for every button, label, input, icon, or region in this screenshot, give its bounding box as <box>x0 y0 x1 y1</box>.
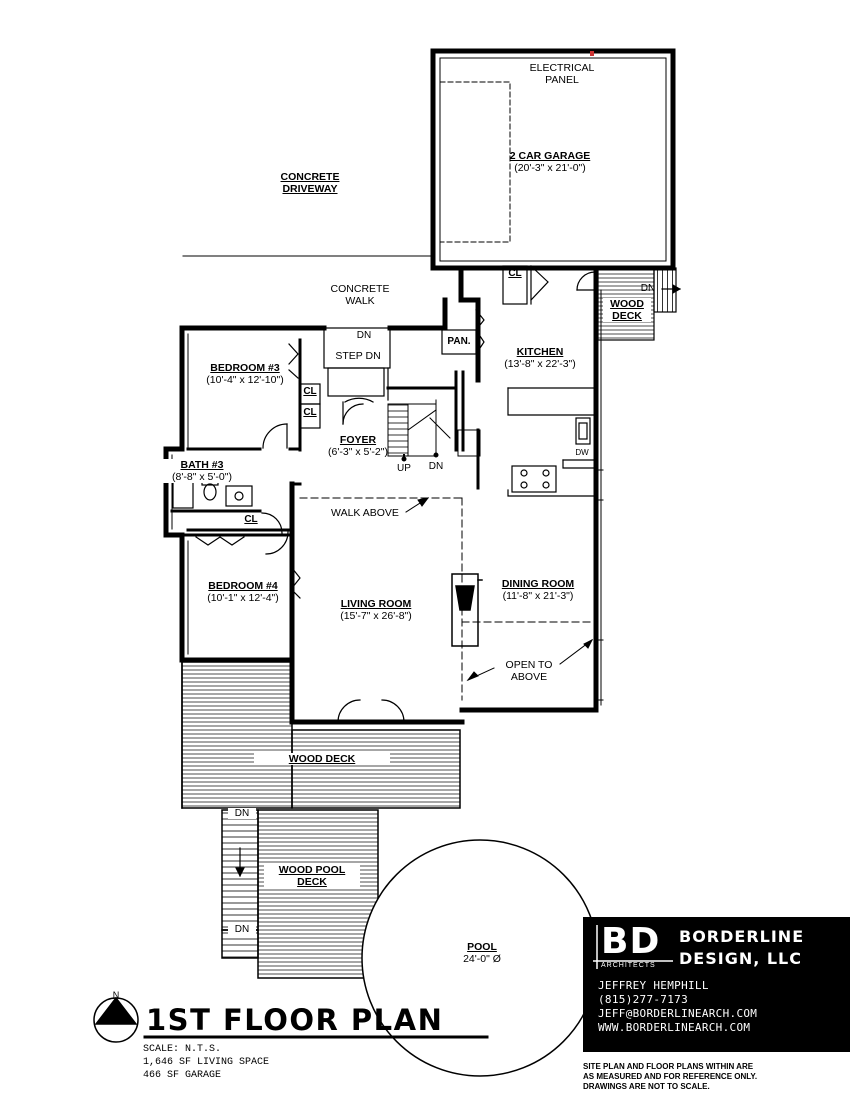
wood-deck-label: WOOD DECK <box>254 753 390 765</box>
garage-walls <box>430 48 676 271</box>
dishwasher-label: DW <box>575 448 589 457</box>
stair-up-label: UP <box>397 463 411 474</box>
fireplace <box>451 573 483 647</box>
firm-logo: BD <box>601 921 661 962</box>
step-dn-label: STEP DN <box>335 350 381 362</box>
living-room-label: LIVING ROOM (15'-7" x 26'-8") <box>340 598 412 622</box>
bath-fixtures <box>172 477 283 534</box>
title-block: BD ARCHITECTS BORDERLINE DESIGN, LLC JEF… <box>583 917 850 1052</box>
scale-text: SCALE: N.T.S. <box>143 1044 222 1055</box>
walk-dn-label: DN <box>356 330 372 341</box>
deck-dn-label: DN <box>640 283 656 294</box>
contact-phone: (815)277-7173 <box>598 993 688 1006</box>
dining-room-label: DINING ROOM (11'-8" x 21'-3") <box>501 578 575 602</box>
garage-label: 2 CAR GARAGE (20'-3" x 21'-0") <box>509 150 591 174</box>
kitchen-counters <box>507 387 597 497</box>
foyer-stair <box>387 399 481 457</box>
garage-area-text: 466 SF GARAGE <box>143 1070 222 1081</box>
contact-name: JEFFREY HEMPHILL <box>598 979 709 992</box>
walk-above-label: WALK ABOVE <box>331 507 399 519</box>
pantry-label: PAN. <box>447 336 471 347</box>
firm-contact: JEFFREY HEMPHILL (815)277-7173 JEFF@BORD… <box>598 979 757 1035</box>
open-to-above-label: OPEN TO ABOVE <box>505 659 553 683</box>
pool-deck <box>221 809 379 979</box>
small-deck-label: WOOD DECK <box>603 298 651 322</box>
driveway-label: CONCRETE DRIVEWAY <box>280 171 340 195</box>
house-inner-lines <box>171 289 602 706</box>
contact-website[interactable]: WWW.BORDERLINEARCH.COM <box>598 1021 751 1034</box>
drawing-title: 1ST FLOOR PLAN <box>146 1003 444 1037</box>
bath3-label: BATH #3 (8'-8" x 5'-0") <box>162 459 242 483</box>
concrete-walk-label: CONCRETE WALK <box>330 283 390 307</box>
living-space-text: 1,646 SF LIVING SPACE <box>143 1057 270 1068</box>
firm-name: BORDERLINE DESIGN, LLC <box>679 927 805 968</box>
north-arrow <box>93 996 139 1043</box>
pool-deck-dn-label-1: DN <box>228 808 256 819</box>
closet-label-2: CL <box>303 407 317 418</box>
closet-label-1: CL <box>303 386 317 397</box>
garage-closet-label: CL <box>508 268 522 279</box>
drawing-info: SCALE: N.T.S. 1,646 SF LIVING SPACE 466 … <box>143 1043 269 1082</box>
foyer-label: FOYER (6'-3" x 5'-2") <box>328 434 388 458</box>
bath-closet-label: CL <box>244 514 258 525</box>
wood-deck <box>181 661 461 809</box>
disclaimer: SITE PLAN AND FLOOR PLANS WITHIN ARE AS … <box>583 1062 758 1091</box>
electrical-panel-label: ELECTRICAL PANEL <box>529 62 595 86</box>
house-exterior-walls <box>163 265 599 725</box>
pool-label: POOL 24'-0" Ø <box>463 941 501 965</box>
pool-deck-dn-label-2: DN <box>228 924 256 935</box>
bedroom3-label: BEDROOM #3 (10'-4" x 12'-10") <box>206 362 284 386</box>
kitchen-label: KITCHEN (13'-8" x 22'-3") <box>504 346 576 370</box>
contact-email[interactable]: JEFF@BORDERLINEARCH.COM <box>598 1007 758 1020</box>
pool-deck-label: WOOD POOL DECK <box>264 864 360 888</box>
bedroom4-label: BEDROOM #4 (10'-1" x 12'-4") <box>207 580 279 604</box>
logo-subtitle: ARCHITECTS <box>601 962 656 969</box>
stair-dn-label: DN <box>428 461 444 472</box>
north-label: N <box>112 990 120 1000</box>
